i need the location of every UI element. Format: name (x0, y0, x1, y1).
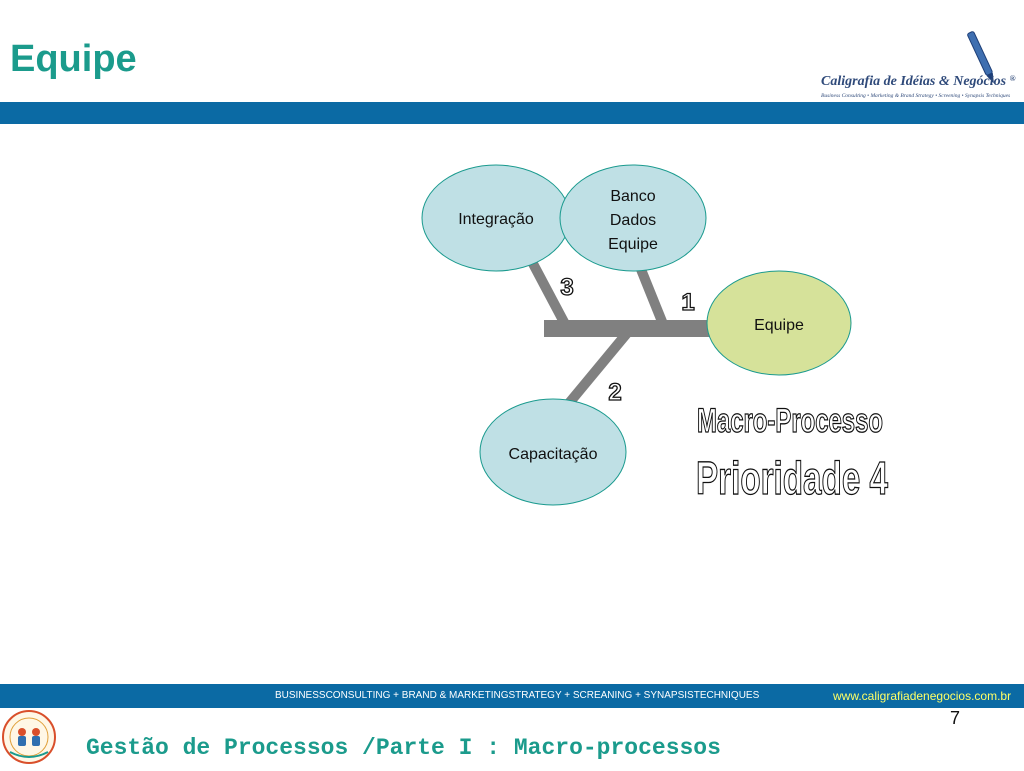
node-banco-line1: Banco (610, 188, 655, 205)
node-banco-line3: Equipe (608, 236, 658, 253)
node-integracao-label: Integração (458, 211, 534, 228)
logo-text: Caligrafia de Idéias & Negócios ® (821, 74, 1016, 89)
macro-processo-label: Macro-Processo (697, 402, 883, 440)
node-capacitacao: Capacitação (479, 398, 627, 506)
node-banco-dados-equipe: Banco Dados Equipe (559, 164, 707, 272)
node-integracao: Integração (421, 164, 571, 272)
branch-banco (633, 260, 668, 326)
branch-integracao (525, 255, 570, 327)
branch-number-2: 2 (608, 379, 621, 406)
pen-icon (967, 31, 994, 84)
page-number: 7 (950, 708, 961, 728)
branch-number-3: 3 (560, 274, 573, 301)
footer-website-link[interactable]: www.caligrafiadenegocios.com.br (833, 689, 1012, 703)
diagram-spine (544, 320, 744, 337)
footer-services-text: BUSINESSCONSULTING + BRAND & MARKETINGST… (275, 690, 760, 701)
node-equipe: Equipe (706, 270, 852, 376)
company-logo: Caligrafia de Idéias & Negócios ® Busine… (815, 28, 1020, 104)
footer-title: Gestão de Processos /Parte I : Macro-pro… (86, 735, 721, 761)
prioridade-label: Prioridade 4 (696, 452, 888, 504)
footer-bar: BUSINESSCONSULTING + BRAND & MARKETINGST… (0, 684, 1024, 708)
header-bar (0, 102, 1024, 124)
emblem-icon (2, 710, 56, 764)
page-title: Equipe (10, 38, 137, 80)
node-banco-line2: Dados (610, 212, 656, 229)
node-capacitacao-label: Capacitação (509, 446, 598, 463)
branch-number-1: 1 (681, 289, 694, 316)
footer-emblem (0, 708, 58, 766)
node-equipe-label: Equipe (754, 317, 804, 334)
branch-capacitacao (561, 328, 632, 412)
logo-subtitle: Business Consulting • Marketing & Brand … (821, 93, 1011, 99)
